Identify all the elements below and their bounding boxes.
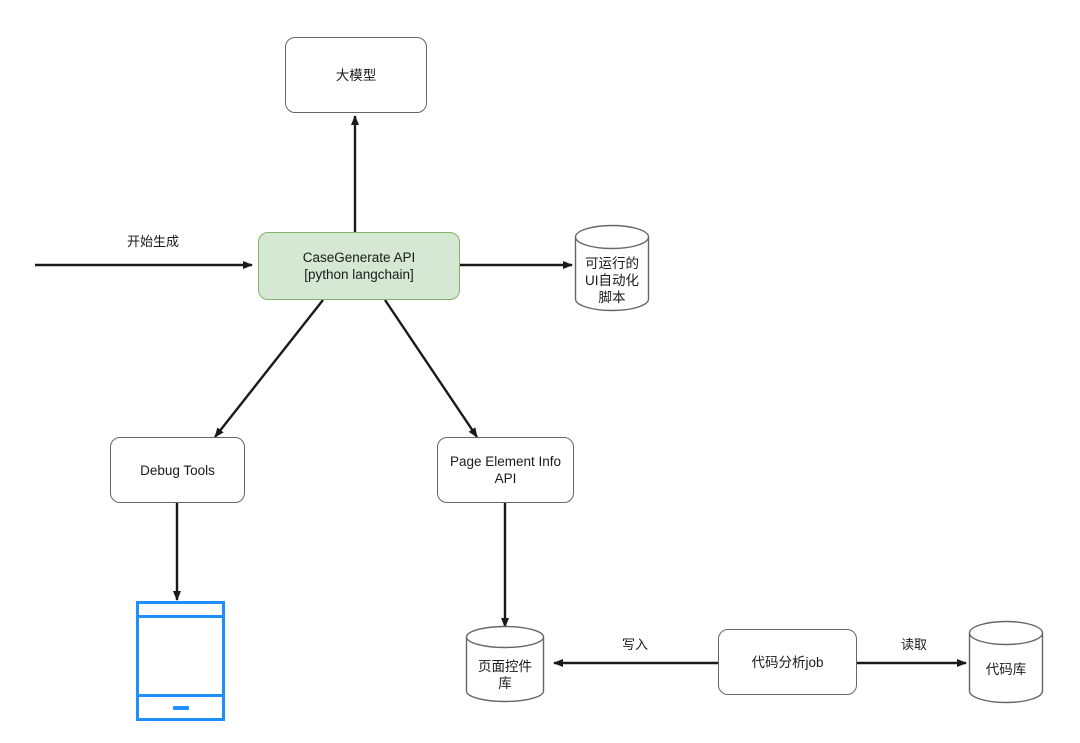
node-widget-store-label: 页面控件 库 — [478, 659, 532, 691]
device-status-bar — [139, 604, 222, 618]
node-page-element-info-api[interactable]: Page Element Info API — [437, 437, 574, 503]
device-nav-bar — [139, 694, 222, 718]
node-llm-label: 大模型 — [335, 67, 377, 83]
edge-casegenerate-to-debug-tools — [214, 299, 324, 438]
node-casegenerate-api[interactable]: CaseGenerate API [python langchain] — [258, 232, 460, 300]
node-page-element-info-api-label: Page Element Info API — [449, 454, 562, 486]
node-llm[interactable]: 大模型 — [285, 37, 427, 113]
device-screen[interactable] — [139, 618, 222, 694]
edge-casegenerate-to-page-element-api — [384, 299, 478, 438]
node-code-analysis-job[interactable]: 代码分析job — [718, 629, 857, 695]
node-debug-tools-label: Debug Tools — [140, 462, 215, 478]
node-code-repo[interactable]: 代码库 — [968, 620, 1044, 704]
node-script-store[interactable]: 可运行的 UI自动化 脚本 — [574, 224, 650, 312]
node-script-store-label: 可运行的 UI自动化 脚本 — [585, 255, 639, 305]
node-code-analysis-job-label: 代码分析job — [751, 654, 824, 670]
node-casegenerate-api-label: CaseGenerate API [python langchain] — [302, 250, 416, 282]
edge-label-write: 写入 — [594, 637, 676, 653]
device-home-indicator — [172, 705, 189, 710]
node-code-repo-label: 代码库 — [985, 661, 1027, 677]
node-widget-store[interactable]: 页面控件 库 — [465, 625, 545, 703]
edge-label-read: 读取 — [873, 637, 955, 653]
mobile-device-mock[interactable] — [136, 601, 225, 721]
node-debug-tools[interactable]: Debug Tools — [110, 437, 245, 503]
edge-label-start: 开始生成 — [102, 234, 204, 250]
